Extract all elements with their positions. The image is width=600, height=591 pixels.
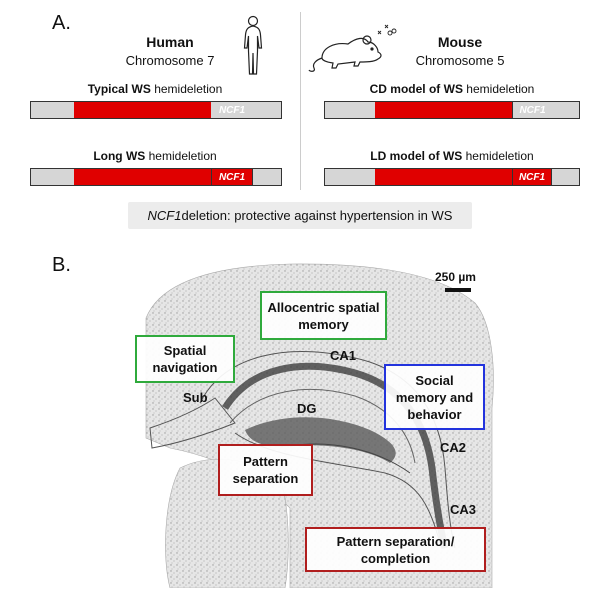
human-species-title: Human [146,34,194,50]
panel-a-label: A. [52,12,71,34]
region-dg: DG [297,401,317,416]
mouse-chromosome-label: Chromosome 5 [415,53,505,68]
panel-b-label: B. [52,254,71,276]
mouse-ld-chromosome-bar: NCF1 [324,168,580,186]
typical-deletion-region [74,102,211,118]
spatial-navigation-box: Spatial navigation [135,335,235,383]
mouse-icon [308,24,397,72]
social-memory-box: Social memory and behavior [384,364,485,430]
cd-deletion-region [375,102,512,118]
region-ca3: CA3 [450,502,477,517]
long-ws-caption: Long WS hemideletion [93,149,217,163]
ld-model-caption: LD model of WS hemideletion [370,149,534,163]
long-deletion-region [74,169,211,185]
panel-a-divider [300,12,301,190]
pattern-completion-box: Pattern separation/ completion [305,527,486,572]
region-ca1: CA1 [330,348,357,363]
mouse-species-title: Mouse [437,34,483,50]
human-long-chromosome-bar: NCF1 [30,168,282,186]
ld-deletion-region [375,169,512,185]
ncf1-banner: NCF1 deletion: protective against hypert… [128,202,472,229]
cd-ncf1-gene: NCF1 [512,102,552,118]
banner-text: deletion: protective against hypertensio… [181,208,453,223]
human-chromosome-label: Chromosome 7 [125,53,215,68]
allocentric-memory-box: Allocentric spatial memory [260,291,387,340]
long-ncf1-gene: NCF1 [211,169,253,185]
typical-ws-caption: Typical WS hemideletion [87,82,223,96]
typical-ncf1-gene: NCF1 [211,102,253,118]
mouse-cd-chromosome-bar: NCF1 [324,101,580,119]
scale-bar-label: 250 µm [435,270,476,284]
ld-ncf1-gene: NCF1 [512,169,552,185]
cd-model-caption: CD model of WS hemideletion [369,82,535,96]
region-sub: Sub [183,390,208,405]
scale-bar [445,288,471,292]
human-figure-icon [243,15,263,75]
region-ca2: CA2 [440,440,467,455]
banner-gene-name: NCF1 [147,208,182,223]
pattern-separation-box: Pattern separation [218,444,313,496]
human-typical-chromosome-bar: NCF1 [30,101,282,119]
